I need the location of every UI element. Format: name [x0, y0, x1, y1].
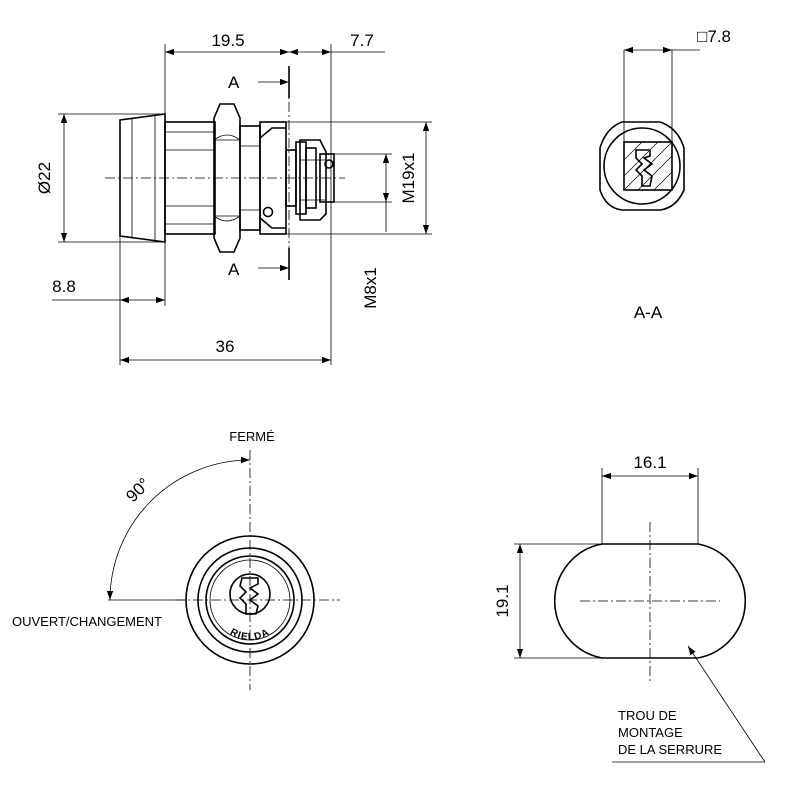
front-view: RIELDA FERMÉ 90° OUVERT/CHANGEMENT: [12, 429, 340, 690]
note-line-1: TROU DE: [618, 708, 677, 723]
mounting-cutout: [553, 543, 747, 659]
dim-19-5: 19.5: [211, 31, 244, 50]
dim-36: 36: [216, 337, 235, 356]
note-line-3: DE LA SERRURE: [618, 742, 722, 757]
brand-label: RIELDA: [228, 627, 272, 643]
key-profile-icon: [634, 149, 654, 187]
dim-16-1: 16.1: [633, 453, 666, 472]
hex-nut: [213, 103, 241, 253]
cutout-view: 16.1 19.1 TROU DE MONTAGE DE LA SERRURE: [493, 453, 766, 763]
section-label-top: A: [228, 73, 240, 92]
dim-7-7: 7.7: [350, 31, 374, 50]
side-view: A A 19.5 7.7 Ø22 8.8 36 M19x1: [35, 31, 432, 365]
thread-m19: M19x1: [399, 152, 418, 203]
dim-diameter-22: Ø22: [35, 162, 54, 194]
thread-m8: M8x1: [361, 267, 380, 309]
label-angle: 90°: [122, 474, 154, 506]
small-nut: [299, 139, 327, 221]
square-drive: [623, 141, 673, 191]
note-line-2: MONTAGE: [618, 725, 683, 740]
screw-hole-icon: [262, 206, 274, 218]
section-label: A-A: [634, 303, 663, 322]
dim-square-7-8: □7.8: [697, 27, 731, 46]
dim-8-8: 8.8: [52, 277, 76, 296]
label-ferme: FERMÉ: [229, 429, 275, 444]
keyhole-icon: [238, 577, 260, 615]
section-label-bottom: A: [228, 260, 240, 279]
dim-19-1: 19.1: [493, 584, 512, 617]
label-ouvert: OUVERT/CHANGEMENT: [12, 614, 162, 629]
section-view: □7.8 A-A: [599, 27, 731, 322]
